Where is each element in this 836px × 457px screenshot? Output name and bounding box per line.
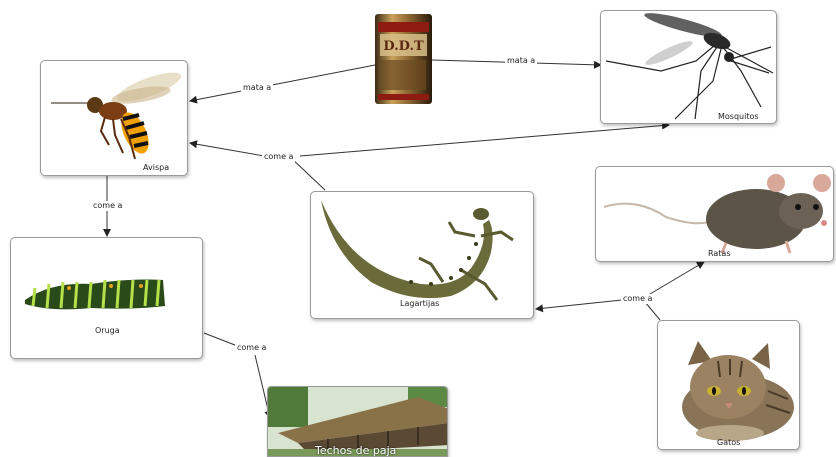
oruga-label: Oruga <box>95 326 120 335</box>
lagartijas-label: Lagartijas <box>400 299 440 308</box>
caterpillar-image <box>25 279 165 310</box>
avispa-label: Avispa <box>143 163 170 172</box>
wasp-image <box>51 72 182 160</box>
link-label-oruga-techos: come a <box>235 343 269 353</box>
link-come-ratas <box>649 261 705 295</box>
mosquitos-node[interactable]: Mosquitos <box>600 10 777 124</box>
mosquitos-label: Mosquitos <box>718 112 759 121</box>
thatched-roof-image <box>268 387 447 456</box>
oruga-node[interactable]: Oruga <box>10 237 203 359</box>
lizard-image <box>321 200 514 301</box>
rat-image <box>603 174 831 254</box>
ratas-label: Ratas <box>708 249 731 258</box>
link-label-avispa-oruga: come a <box>91 201 125 211</box>
link-label-ddt-avispa: mata a <box>241 83 274 93</box>
link-come-lagartijas <box>535 299 623 313</box>
link-ddt-avispa <box>189 64 376 104</box>
link-label-lagartijas-come: come a <box>262 152 296 162</box>
link-label-ddt-mosquitos: mata a <box>505 56 538 66</box>
gatos-node[interactable]: Gatos <box>657 320 800 450</box>
techos-label: Techos de paja <box>315 444 397 457</box>
link-oruga-techos <box>203 332 241 348</box>
link-come-avispa <box>189 140 271 158</box>
link-gatos-come <box>644 301 661 321</box>
ddt-can-node[interactable]: D.D.T <box>375 14 432 104</box>
link-come-mosquitos <box>299 121 670 157</box>
link-lagartijas-come <box>289 156 326 191</box>
ddt-can-text: D.D.T <box>383 39 424 54</box>
lagartijas-node[interactable]: Lagartijas <box>310 191 534 319</box>
ratas-node[interactable]: Ratas <box>595 166 834 262</box>
cat-image <box>682 341 794 441</box>
mosquito-image <box>605 13 774 120</box>
gatos-label: Gatos <box>717 438 741 447</box>
link-label-gatos-come: come a <box>621 294 655 304</box>
techos-node[interactable]: Techos de paja <box>267 386 448 457</box>
avispa-node[interactable]: Avispa <box>40 60 188 176</box>
